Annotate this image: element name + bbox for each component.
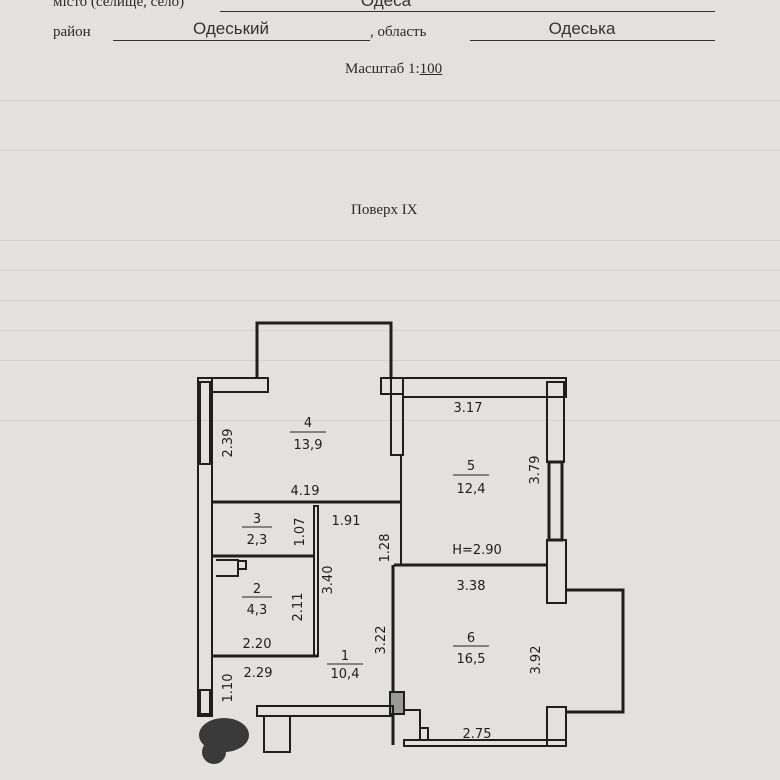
dim-hall-lower-height: 3.22: [374, 626, 389, 655]
room-1-area: 10,4: [331, 667, 360, 682]
dim-r3-height: 1.07: [293, 518, 308, 547]
scale-text: Масштаб 1:100: [345, 61, 442, 78]
city-label: місто (селище, село): [53, 0, 185, 10]
redaction-mark-2: [202, 740, 226, 764]
dim-entry: 1.10: [221, 674, 236, 703]
room-2-number: 2: [253, 582, 261, 597]
region-label: , область: [370, 24, 427, 40]
dim-r6-width-bottom: 2.75: [463, 727, 492, 742]
room-2-area: 4,3: [247, 603, 268, 618]
district-underline: [113, 40, 370, 41]
floor-title: Поверх IX: [351, 202, 418, 218]
dim-r6-width-top: 3.38: [457, 579, 486, 594]
city-underline: [220, 11, 715, 12]
scale-label: Масштаб 1:: [345, 61, 420, 77]
room-3-area: 2,3: [247, 533, 268, 548]
room-4-area: 13,9: [294, 438, 323, 453]
dim-hall-lower-width: 2.29: [244, 666, 273, 681]
dimension-labels: 4.19 3.17 1.91 H=2.90 3.38 2.20 2.29 2.7…: [221, 401, 544, 742]
dim-hall-upper: 1.28: [378, 534, 393, 563]
dim-r2-width: 2.20: [243, 637, 272, 652]
dim-r4-height: 2.39: [221, 429, 236, 458]
room-6-area: 16,5: [457, 652, 486, 667]
district-label: район: [53, 24, 91, 40]
walls: [197, 321, 625, 753]
region-value: Одеська: [548, 19, 616, 38]
scale-value: 100: [419, 61, 443, 77]
city-value: Одеса: [360, 0, 412, 10]
dim-r6-height: 3.92: [529, 646, 544, 675]
room-3-number: 3: [253, 512, 261, 527]
ceiling-height: H=2.90: [452, 543, 502, 558]
region-underline: [470, 40, 715, 41]
room-5-number: 5: [467, 459, 475, 474]
room-labels: 4 13,9 5 12,4 3 2,3 2 4,3 1 10,4 6 16,5: [242, 416, 489, 682]
dim-r2-height: 2.11: [291, 593, 306, 622]
room-4-number: 4: [304, 416, 312, 431]
room-6-number: 6: [467, 631, 475, 646]
dim-r5-height: 3.79: [528, 456, 543, 485]
dim-hall-length: 3.40: [321, 566, 336, 595]
dim-r4-width: 4.19: [291, 484, 320, 499]
dim-r5-width: 3.17: [454, 401, 483, 416]
room-5-area: 12,4: [457, 482, 486, 497]
room-1-number: 1: [341, 649, 349, 664]
district-value: Одеський: [192, 19, 270, 38]
dim-hall-width: 1.91: [332, 514, 361, 529]
